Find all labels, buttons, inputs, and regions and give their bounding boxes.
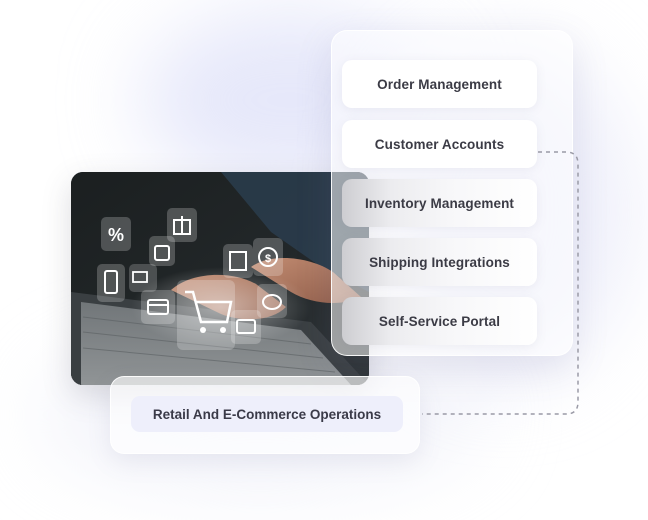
menu-item-customer-accounts[interactable]: Customer Accounts [342, 120, 537, 168]
svg-text:%: % [108, 225, 124, 245]
percent-icon: % [101, 217, 131, 251]
smartphone-icon [97, 264, 125, 302]
dollar-exchange-icon: $ [253, 238, 283, 276]
shopping-cart-icon [177, 280, 235, 350]
menu-item-shipping-integrations[interactable]: Shipping Integrations [342, 238, 537, 286]
svg-text:$: $ [265, 253, 271, 265]
menu-item-inventory-management[interactable]: Inventory Management [342, 179, 537, 227]
gift-icon [167, 208, 197, 242]
piggy-bank-icon [257, 284, 287, 318]
menu-item-self-service-portal[interactable]: Self-Service Portal [342, 297, 537, 345]
store-icon [223, 244, 253, 278]
menu-item-order-management[interactable]: Order Management [342, 60, 537, 108]
delivery-truck-icon [129, 264, 157, 292]
wallet-icon [231, 310, 261, 344]
caption-tag: Retail And E-Commerce Operations [131, 396, 403, 432]
ecommerce-photo: % $ [71, 172, 369, 385]
credit-card-icon [141, 290, 175, 324]
shopping-bag-icon [149, 236, 175, 266]
